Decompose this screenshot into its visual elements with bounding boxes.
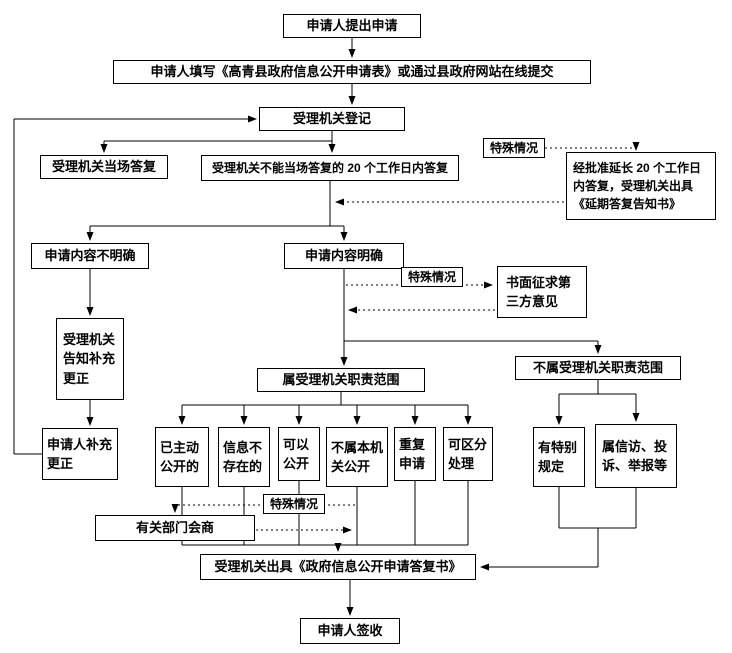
node-out-of-scope: 不属受理机关职责范围	[515, 356, 681, 380]
node-extension: 经批准延长 20 个工作日内答复，受理机关出具《延期答复告知书》	[566, 152, 716, 220]
node-content-unclear: 申请内容不明确	[31, 243, 149, 269]
node-start: 申请人提出申请	[283, 14, 421, 38]
node-sign-receipt: 申请人签收	[300, 618, 400, 644]
node-not-this-authority: 不属本机关公开	[326, 427, 388, 487]
node-petition-complaint: 属信访、投诉、举报等	[595, 424, 677, 488]
node-in-scope: 属受理机关职责范围	[257, 368, 425, 392]
node-reply-letter: 受理机关出具《政府信息公开申请答复书》	[200, 554, 476, 580]
node-applicant-correction: 申请人补充更正	[42, 428, 118, 480]
node-duplicate-request: 重复申请	[394, 427, 436, 481]
node-separable: 可区分处理	[443, 427, 493, 481]
node-special-case-2: 特殊情况	[401, 267, 463, 287]
node-special-case-1: 特殊情况	[483, 138, 545, 158]
node-special-case-3: 特殊情况	[263, 494, 325, 514]
node-onsite-reply: 受理机关当场答复	[40, 155, 168, 179]
node-register: 受理机关登记	[259, 107, 405, 131]
node-special-provisions: 有特别规定	[533, 427, 585, 487]
node-dept-consult: 有关部门会商	[95, 515, 255, 541]
node-already-public: 已主动公开的	[155, 427, 209, 487]
node-content-clear: 申请内容明确	[284, 243, 404, 269]
node-notify-correction: 受理机关告知补充更正	[56, 318, 124, 400]
node-third-party: 书面征求第三方意见	[497, 266, 587, 318]
node-deferred-reply: 受理机关不能当场答复的 20 个工作日内答复	[201, 155, 459, 181]
node-can-disclose: 可以公开	[278, 427, 320, 481]
node-not-exist: 信息不存在的	[218, 427, 270, 487]
node-fill-form: 申请人填写《高青县政府信息公开申请表》或通过县政府网站在线提交	[113, 60, 591, 84]
